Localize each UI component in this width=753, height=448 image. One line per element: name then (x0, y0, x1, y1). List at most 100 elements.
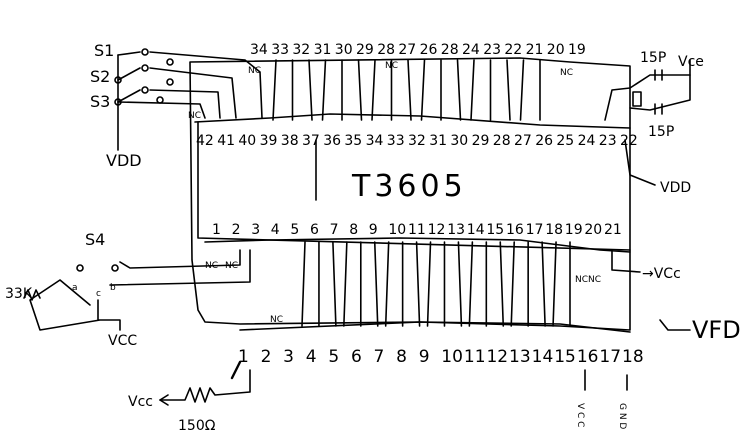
vfd-bottom-pin-label: 14 (532, 347, 554, 367)
chip-bottom-pin-label: 1 (212, 222, 221, 238)
top-pin-wire (357, 59, 363, 121)
vfd-top-pin-label: 30 (335, 42, 353, 58)
vcc-bottom-label: Vcc (128, 394, 153, 410)
top-pin-wire (420, 59, 426, 121)
top-pin-wire (308, 59, 313, 121)
bottom-pin-wire (510, 241, 516, 327)
chip-top-pin-label: 34 (366, 133, 384, 149)
chip-bottom-pin-label: 4 (271, 222, 280, 238)
chip-top-pin-label: 28 (493, 133, 511, 149)
top-pin-wire (506, 59, 511, 121)
pin17-18-wires (584, 369, 628, 391)
top-pin-wire (470, 59, 475, 121)
bottom-pin-wire (301, 241, 306, 327)
vfd-label: VFD (692, 316, 741, 344)
top-pin-wire (371, 59, 376, 121)
chip-bottom-pin-label: 19 (565, 222, 583, 238)
vfd-bottom-pin-label: 16 (577, 347, 599, 367)
vfd-top-pin-label: 27 (398, 42, 416, 58)
s4-pin-c: c (96, 289, 101, 299)
chip-top-pin-label: 31 (429, 133, 447, 149)
chip-bottom-pin-label: 16 (506, 222, 524, 238)
chip-bottom-pin-label: 17 (526, 222, 544, 238)
vfd-bottom-pin-label: 3 (283, 347, 294, 367)
vfd-top-pin-label: 28 (377, 42, 395, 58)
vfd-top-pin-label: 19 (568, 42, 586, 58)
chip-top-pin-label: 40 (238, 133, 256, 149)
bottom-pin-wire (343, 241, 348, 327)
s2-label: S2 (90, 67, 110, 86)
bottom-pin-wire (426, 241, 432, 327)
chip-bottom-pin-label: 3 (251, 222, 260, 238)
nc-top-mid: NC (385, 61, 398, 71)
bottom-pin-wire (332, 241, 337, 327)
vfd-bottom-pin-label: 15 (554, 347, 576, 367)
bottom-pin-wire (415, 241, 421, 327)
bottom-pin-wire (552, 241, 557, 327)
vfd-top-pin-label: 20 (547, 42, 565, 58)
vfd-bottom-pin-label: 10 (441, 347, 463, 367)
s3-label: S3 (90, 92, 110, 111)
bottom-pin-wire (541, 241, 546, 327)
chip-top-pin-label: 30 (450, 133, 468, 149)
res-s4-label: 33K (5, 286, 33, 302)
chip-top-pin-label: 32 (408, 133, 426, 149)
chip-bottom-pin-label: 18 (545, 222, 563, 238)
vfd-bottom-pin-label: 9 (419, 347, 430, 367)
vdd-right-label: VDD (660, 180, 691, 196)
chip-bottom-pin-label: 7 (330, 222, 339, 238)
chip-top-pin-label: 29 (472, 133, 490, 149)
chip-bottom-pin-label: 5 (290, 222, 299, 238)
top-pin-wire (456, 59, 462, 121)
chip-bottom-pin-label: 20 (584, 222, 602, 238)
vfd-bottom-pin-label: 4 (306, 347, 317, 367)
chip-bottom-pin-label: 15 (486, 222, 504, 238)
chip-name: T3605 (351, 169, 467, 204)
bottom-pin-wire (499, 241, 505, 327)
vfd-top-pin-label: 26 (420, 42, 438, 58)
vfd-bottom-pin-label: 13 (509, 347, 531, 367)
chip-top-pin-label: 25 (556, 133, 574, 149)
vdd-left-label: VDD (106, 151, 142, 170)
vfd-outline (189, 57, 631, 331)
vdd-right-wire (624, 139, 656, 186)
vfd-bottom-pin-label: 18 (622, 347, 644, 367)
crystal-circuit (604, 59, 691, 121)
bottom-pin-wire (468, 241, 474, 327)
chip-bottom-pin-label: 13 (447, 222, 465, 238)
top-pin-wire (519, 59, 525, 121)
s4-label: S4 (85, 230, 105, 249)
chip-top-pin-label: 41 (217, 133, 235, 149)
nc-bottom: NC (270, 315, 283, 325)
vfd-top-pin-label: 21 (526, 42, 544, 58)
bottom-pin-wire (373, 241, 379, 327)
nc-inner-left: NC (188, 111, 201, 121)
top-pin-wire (407, 59, 412, 121)
vfd-pointer (659, 319, 691, 331)
top-pin-wires (272, 59, 541, 121)
chip-top-pin-label: 39 (260, 133, 278, 149)
nc-pins-19-20: NCNC (575, 275, 601, 285)
chip-bottom-pin-label: 21 (604, 222, 622, 238)
vfd-top-pin-label: 31 (314, 42, 332, 58)
gnd-pin18-label: G N D (617, 403, 627, 429)
vfd-top-pin-label: 29 (356, 42, 374, 58)
chip-bottom-pin-label: 12 (428, 222, 446, 238)
chip-bottom-pin-label: 10 (388, 222, 406, 238)
pin21-wire (611, 249, 641, 273)
chip-top-pin-label: 33 (387, 133, 405, 149)
nc-top-right: NC (560, 68, 573, 78)
vfd-top-pin-label: 34 (250, 42, 268, 58)
chip-top-pin-label: 27 (514, 133, 532, 149)
vfd-bottom-pin-label: 12 (486, 347, 508, 367)
s1-label: S1 (94, 41, 114, 60)
vfd-bottom-pin-label: 1 (238, 347, 249, 367)
vfd-bottom-pin-label: 11 (464, 347, 486, 367)
vfd-bottom-pin-label: 6 (351, 347, 362, 367)
chip-top-pin-label: 38 (281, 133, 299, 149)
vfd-top-pin-label: 28 (441, 42, 459, 58)
bottom-pin-wire (457, 241, 463, 327)
vcc-right-label: →VCc (642, 266, 681, 282)
